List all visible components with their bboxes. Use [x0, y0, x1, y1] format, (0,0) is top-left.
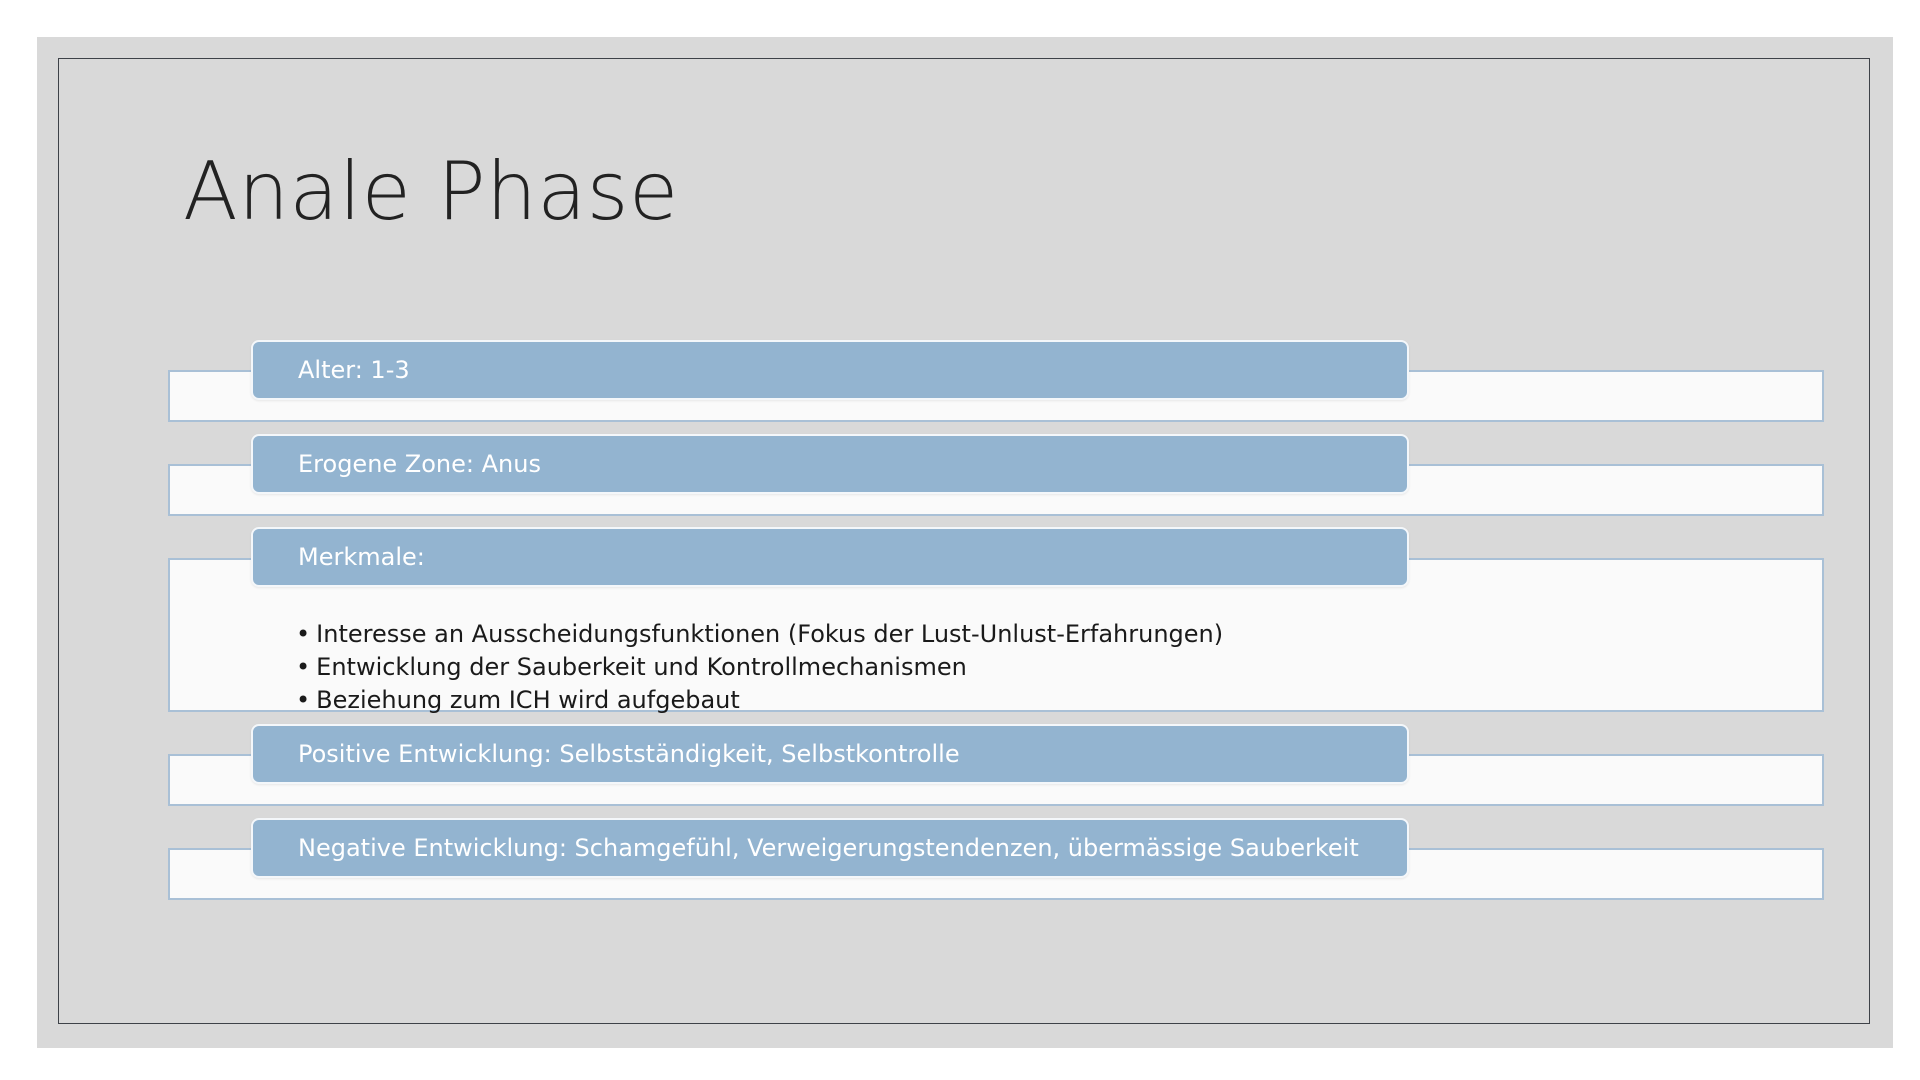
bullet-item: Beziehung zum ICH wird aufgebaut: [296, 684, 1223, 717]
list-item-age: Alter: 1-3: [168, 340, 1824, 422]
slide: Anale Phase Alter: 1-3 Erogene Zone: Anu…: [37, 37, 1893, 1048]
item-header-erogenous-zone: Erogene Zone: Anus: [251, 434, 1409, 494]
item-header-negative-development: Negative Entwicklung: Schamgefühl, Verwe…: [251, 818, 1409, 878]
bullet-item: Interesse an Ausscheidungsfunktionen (Fo…: [296, 618, 1223, 651]
bullet-item: Entwicklung der Sauberkeit und Kontrollm…: [296, 651, 1223, 684]
item-header-characteristics: Merkmale:: [251, 527, 1409, 587]
item-header-positive-development: Positive Entwicklung: Selbstständigkeit,…: [251, 724, 1409, 784]
list-item-negative-development: Negative Entwicklung: Schamgefühl, Verwe…: [168, 818, 1824, 900]
list-item-characteristics: Merkmale: Interesse an Ausscheidungsfunk…: [168, 527, 1824, 714]
list-item-erogenous-zone: Erogene Zone: Anus: [168, 434, 1824, 516]
list-item-positive-development: Positive Entwicklung: Selbstständigkeit,…: [168, 724, 1824, 806]
slide-title: Anale Phase: [183, 145, 679, 238]
item-header-age: Alter: 1-3: [251, 340, 1409, 400]
characteristics-bullet-list: Interesse an Ausscheidungsfunktionen (Fo…: [296, 618, 1223, 717]
slide-frame: [58, 58, 1870, 1024]
